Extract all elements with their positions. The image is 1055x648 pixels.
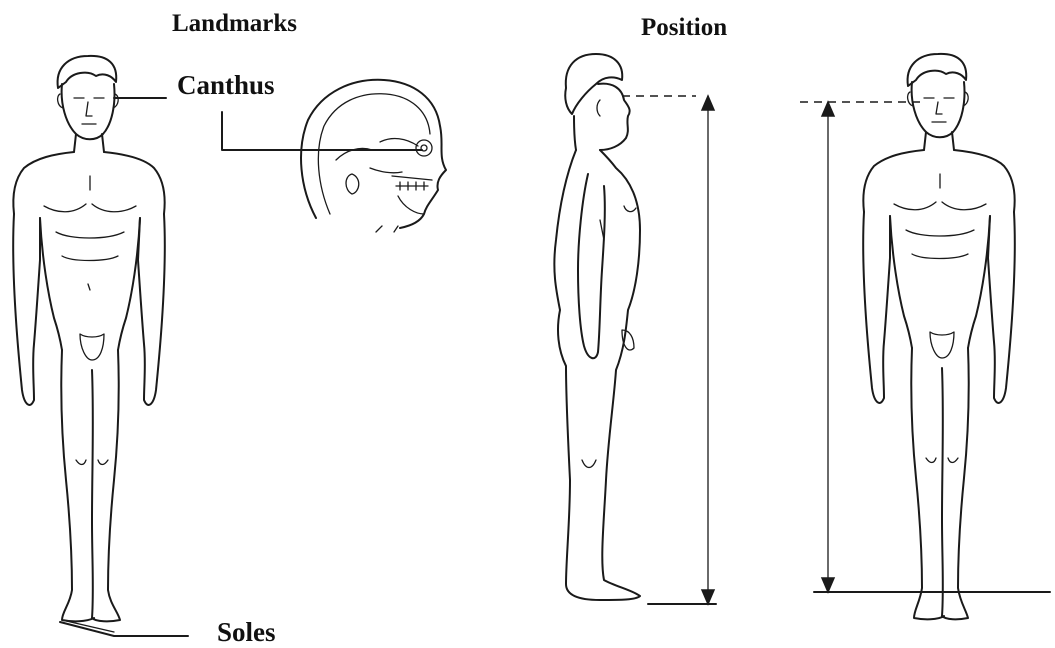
front-height-measure [800,102,1050,592]
skull-profile [301,80,446,232]
front-figure-left [13,56,188,636]
side-height-measure [622,96,716,604]
side-figure [554,54,640,600]
front-figure-right [863,54,1015,619]
